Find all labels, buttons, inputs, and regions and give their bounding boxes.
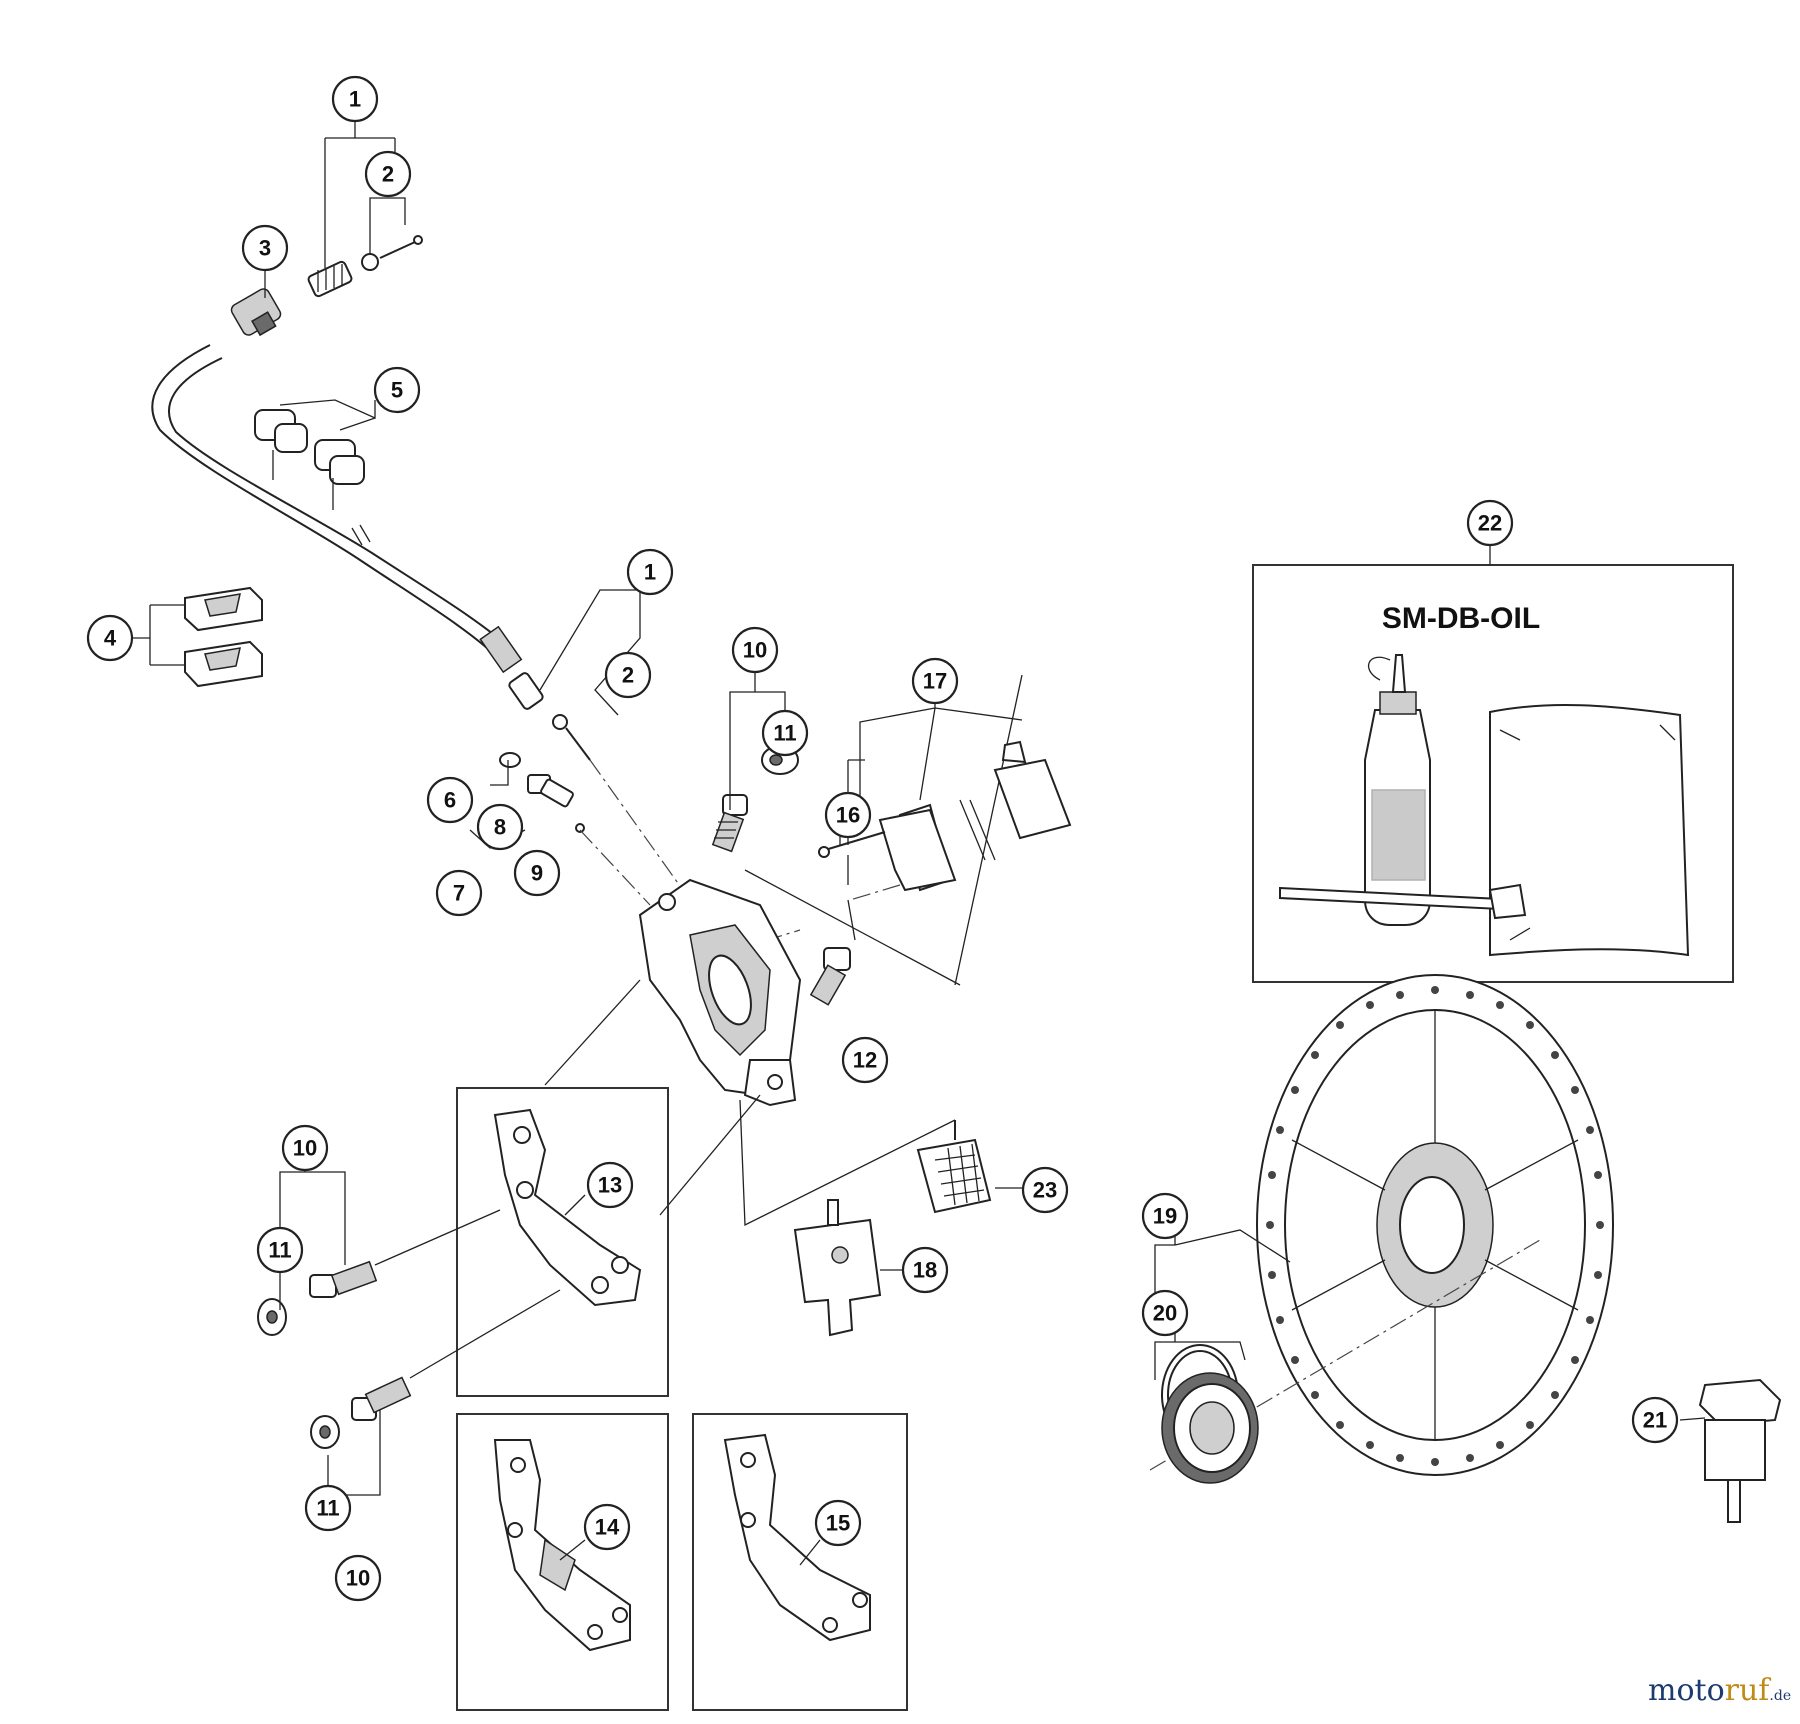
callout-5: 5 bbox=[373, 366, 421, 414]
adapter-14 bbox=[493, 1439, 631, 1652]
svg-text:1: 1 bbox=[644, 560, 656, 585]
callout-11-left: 11 bbox=[256, 1226, 304, 1274]
adapter-bolt-lower bbox=[310, 1289, 561, 1449]
svg-text:9: 9 bbox=[531, 861, 543, 886]
adapter-bolt-upper bbox=[257, 1209, 501, 1336]
adapter-14-box bbox=[456, 1413, 669, 1711]
svg-text:15: 15 bbox=[826, 1511, 850, 1536]
callout-12: 12 bbox=[841, 1036, 889, 1084]
hose-clips bbox=[254, 409, 365, 510]
lockring-tool bbox=[1698, 1378, 1782, 1523]
svg-text:11: 11 bbox=[773, 721, 796, 746]
callout-3: 3 bbox=[241, 224, 289, 272]
callout-11-top: 11 bbox=[761, 709, 809, 757]
callout-10-left: 10 bbox=[281, 1124, 329, 1172]
callout-10-bottom: 10 bbox=[334, 1554, 382, 1602]
svg-text:13: 13 bbox=[598, 1173, 622, 1198]
callout-23: 23 bbox=[1021, 1166, 1069, 1214]
svg-text:1: 1 bbox=[349, 87, 361, 112]
connecting-insert-assembly-top bbox=[230, 235, 423, 337]
svg-text:11: 11 bbox=[316, 1496, 339, 1521]
funnel-tube bbox=[1279, 883, 1527, 920]
callout-11-bottom: 11 bbox=[304, 1484, 352, 1532]
caliper-bolt-12 bbox=[809, 947, 851, 1006]
callout-19: 19 bbox=[1141, 1192, 1189, 1240]
svg-text:4: 4 bbox=[104, 626, 117, 651]
callout-1-hose-bottom: 1 bbox=[626, 548, 674, 596]
svg-text:5: 5 bbox=[391, 378, 403, 403]
resin-pads-23 bbox=[916, 1120, 992, 1214]
svg-text:12: 12 bbox=[853, 1048, 877, 1073]
brake-hose bbox=[151, 344, 523, 674]
disc-rotor bbox=[1149, 974, 1614, 1476]
callout-14: 14 bbox=[583, 1503, 631, 1551]
svg-text:2: 2 bbox=[622, 663, 634, 688]
callout-1-hose-top: 1 bbox=[331, 75, 379, 123]
adapter-13 bbox=[493, 1108, 642, 1307]
callout-2-top: 2 bbox=[364, 150, 412, 198]
oil-bottle bbox=[1364, 654, 1431, 926]
callout-13: 13 bbox=[586, 1161, 634, 1209]
callout-15: 15 bbox=[814, 1499, 862, 1547]
svg-text:2: 2 bbox=[382, 162, 394, 187]
svg-text:11: 11 bbox=[268, 1238, 291, 1263]
watermark-logo: motoruf.de bbox=[1648, 1673, 1791, 1708]
callout-18: 18 bbox=[901, 1246, 949, 1294]
pad-spacer-18 bbox=[793, 1199, 882, 1337]
svg-text:16: 16 bbox=[836, 803, 860, 828]
adapter-13-box bbox=[456, 1087, 669, 1397]
hose-clamp-blocks bbox=[184, 586, 263, 688]
callout-10-top: 10 bbox=[731, 626, 779, 674]
oil-bag bbox=[1489, 703, 1690, 957]
callout-20: 20 bbox=[1141, 1289, 1189, 1337]
svg-text:10: 10 bbox=[743, 638, 767, 663]
svg-text:22: 22 bbox=[1478, 511, 1502, 536]
callout-21: 21 bbox=[1631, 1396, 1679, 1444]
svg-text:14: 14 bbox=[595, 1515, 620, 1540]
mounting-bolt-top bbox=[711, 794, 748, 853]
oil-kit-box bbox=[1252, 564, 1734, 983]
adapter-15-box bbox=[692, 1413, 908, 1711]
connecting-insert-assembly-bottom bbox=[508, 672, 591, 761]
lock-ring bbox=[1161, 1372, 1259, 1484]
callout-17: 17 bbox=[911, 657, 959, 705]
adapter-15 bbox=[723, 1433, 871, 1642]
callout-16: 16 bbox=[824, 791, 872, 839]
callout-8: 8 bbox=[476, 803, 524, 851]
bleed-nipple-parts bbox=[499, 752, 585, 833]
svg-text:20: 20 bbox=[1153, 1301, 1177, 1326]
brake-pads-set bbox=[818, 674, 1072, 986]
svg-text:10: 10 bbox=[346, 1566, 370, 1591]
callout-4: 4 bbox=[86, 614, 134, 662]
callout-2-bottom: 2 bbox=[604, 651, 652, 699]
svg-text:3: 3 bbox=[259, 236, 271, 261]
svg-text:7: 7 bbox=[453, 881, 465, 906]
svg-text:8: 8 bbox=[494, 815, 506, 840]
svg-text:17: 17 bbox=[923, 669, 947, 694]
svg-text:19: 19 bbox=[1153, 1204, 1177, 1229]
brake-caliper bbox=[638, 878, 802, 1107]
callout-22: 22 bbox=[1466, 499, 1514, 547]
oil-kit-label: SM-DB-OIL bbox=[1382, 602, 1540, 635]
callout-7: 7 bbox=[435, 869, 483, 917]
svg-text:18: 18 bbox=[913, 1258, 937, 1283]
callout-6: 6 bbox=[426, 776, 474, 824]
svg-text:motoruf.de: motoruf.de bbox=[1648, 1673, 1791, 1708]
svg-text:23: 23 bbox=[1033, 1178, 1057, 1203]
svg-text:21: 21 bbox=[1643, 1408, 1667, 1433]
svg-text:6: 6 bbox=[444, 788, 456, 813]
svg-text:10: 10 bbox=[293, 1136, 317, 1161]
callout-9: 9 bbox=[513, 849, 561, 897]
